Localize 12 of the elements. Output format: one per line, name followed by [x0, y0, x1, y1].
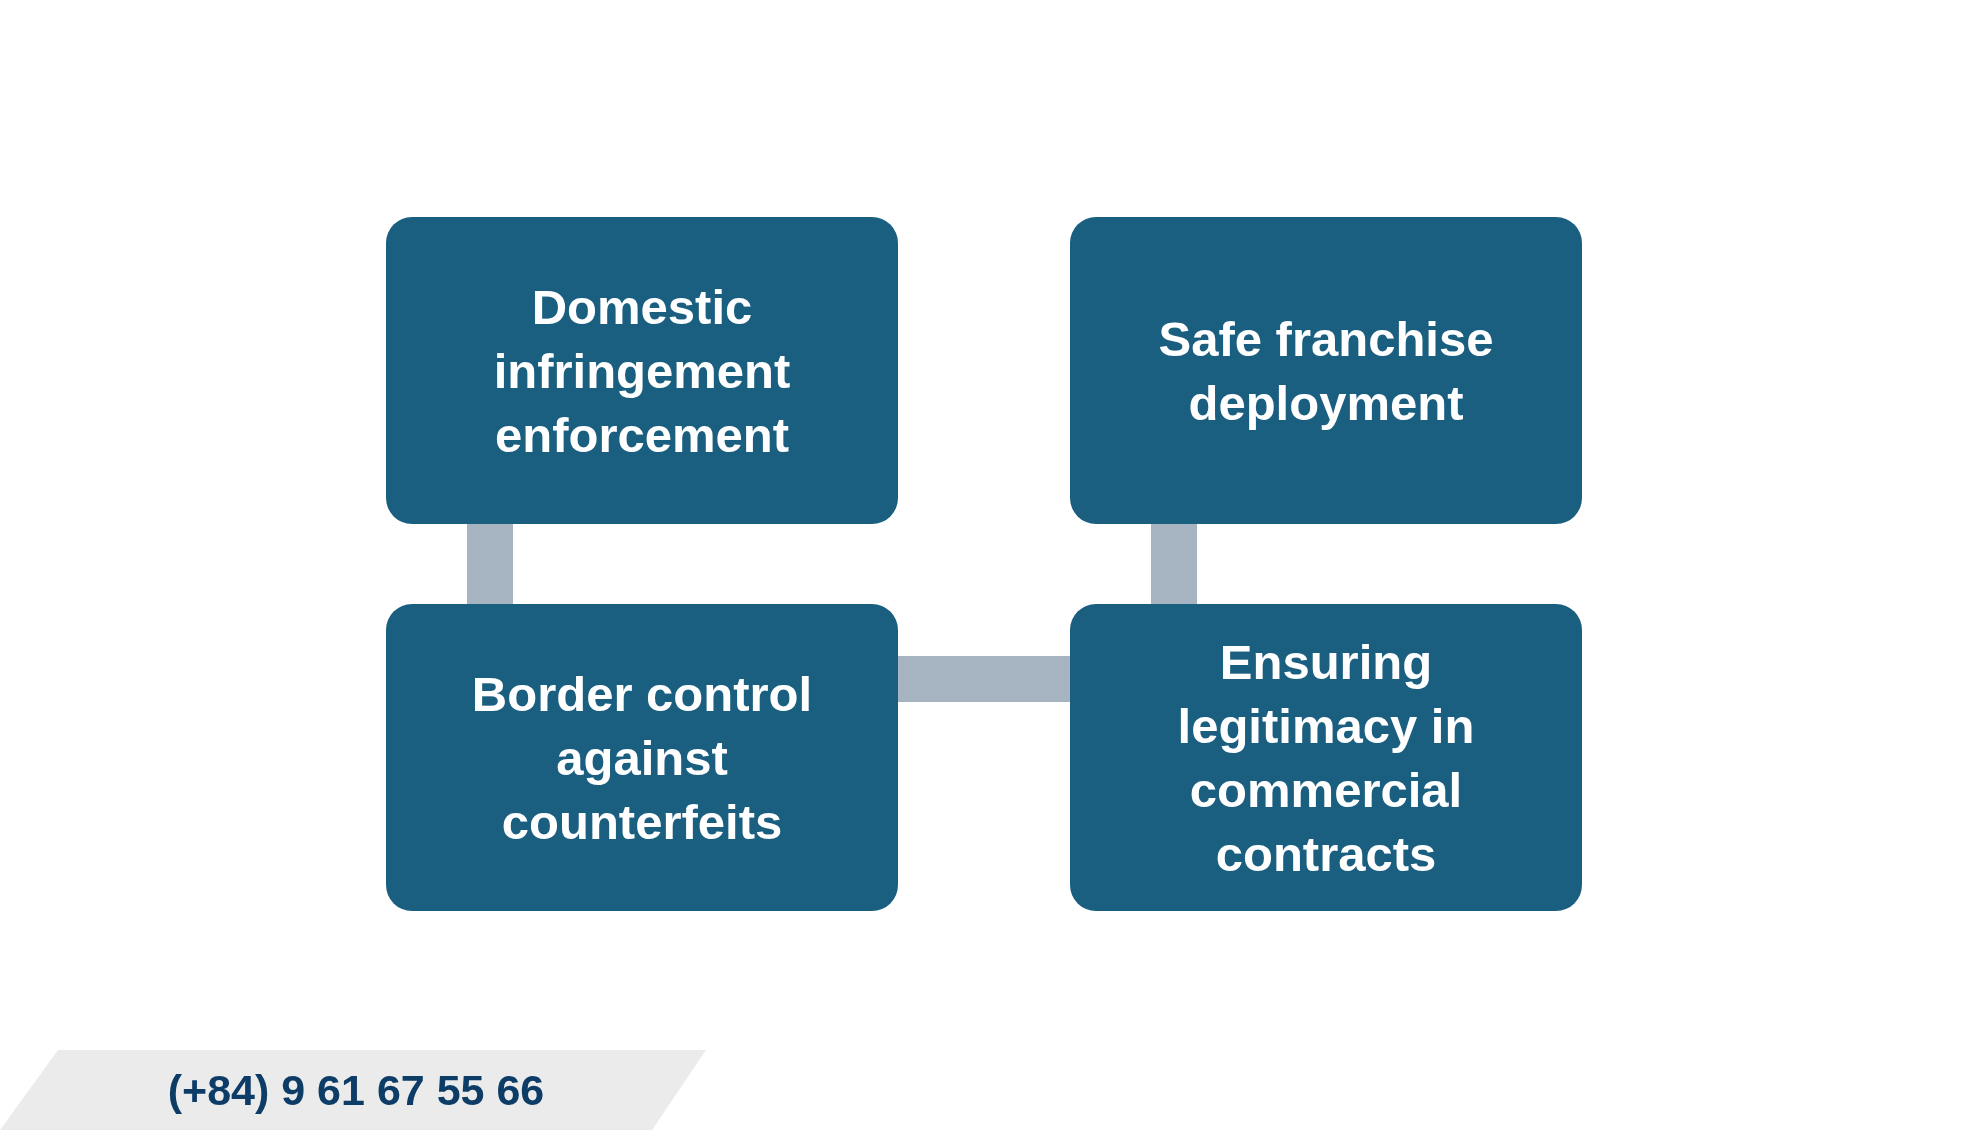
connector-bar — [1151, 524, 1197, 604]
process-box — [1070, 217, 1582, 524]
box-label: Safe franchise deployment — [1157, 310, 1495, 432]
process-box — [1070, 604, 1582, 911]
connector-bar — [898, 656, 1070, 702]
box-label: Border control against counterfeits — [470, 665, 814, 851]
process-box — [386, 217, 898, 524]
process-box — [386, 604, 898, 911]
box-label: Ensuring legitimacy in commercial contracts — [1176, 633, 1476, 883]
connector-bar — [467, 524, 513, 604]
box-label: Domestic infringement enforcement — [492, 278, 792, 464]
phone-number: (+84) 9 61 67 55 66 — [167, 1068, 545, 1112]
